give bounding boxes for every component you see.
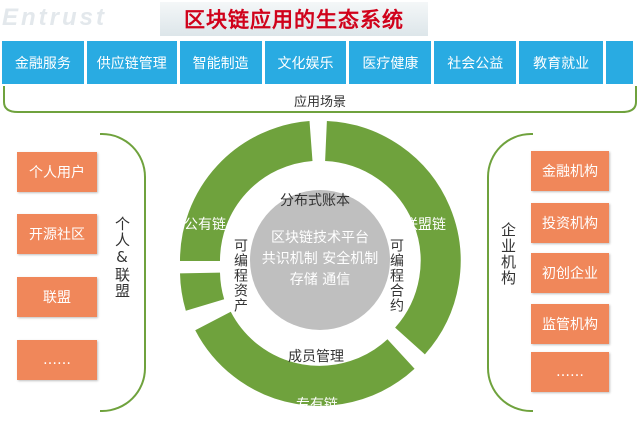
- core-text: 区块链技术平台 共识机制 安全机制 存储 通信: [250, 228, 390, 291]
- category-healthcare[interactable]: 医疗健康: [349, 41, 432, 84]
- label-distributed-ledger: 分布式账本: [280, 193, 350, 209]
- category-smart-manufacturing[interactable]: 智能制造: [179, 41, 262, 84]
- left-item-individual-user[interactable]: 个人用户: [17, 152, 97, 192]
- left-item-open-source-community[interactable]: 开源社区: [17, 214, 97, 254]
- right-item-more[interactable]: ……: [531, 352, 609, 392]
- ring-segment-public: [179, 121, 314, 262]
- ring-segment-left-lower: [180, 271, 225, 311]
- left-item-more[interactable]: ……: [17, 340, 97, 380]
- ring-segment-private: [195, 311, 415, 406]
- label-programmable-assets: 可编程资产: [232, 238, 248, 313]
- right-item-startup[interactable]: 初创企业: [531, 253, 609, 293]
- core-line-mechanisms: 共识机制 安全机制: [261, 251, 379, 267]
- category-public-welfare[interactable]: 社会公益: [434, 41, 517, 84]
- right-item-financial-institution[interactable]: 金融机构: [531, 151, 609, 191]
- scene-label: 应用场景: [293, 95, 346, 110]
- label-member-management: 成员管理: [288, 349, 344, 365]
- core-platform-circle: [250, 190, 390, 330]
- ring-label-private: 专有链: [296, 397, 338, 413]
- core-line-storage-comm: 存储 通信: [289, 272, 351, 288]
- right-group-label: 企业机构: [499, 222, 517, 286]
- left-group-label: 个人&联盟: [113, 216, 131, 299]
- ring-segment-consortium: [324, 121, 461, 355]
- right-item-regulator[interactable]: 监管机构: [531, 304, 609, 344]
- left-item-alliance[interactable]: 联盟: [17, 277, 97, 317]
- watermark-logo: Entrust: [2, 4, 107, 31]
- scene-brace: [3, 86, 637, 113]
- ring-label-public: 公有链: [184, 217, 226, 233]
- page-title: 区块链应用的生态系统: [160, 2, 428, 36]
- category-bar: 金融服务 供应链管理 智能制造 文化娱乐 医疗健康 社会公益 教育就业: [2, 41, 633, 84]
- category-finance[interactable]: 金融服务: [2, 41, 84, 84]
- category-overflow: [606, 41, 633, 84]
- ring-label-consortium: 联盟链: [404, 217, 446, 233]
- core-line-platform: 区块链技术平台: [271, 230, 369, 246]
- category-culture-entertainment[interactable]: 文化娱乐: [264, 41, 347, 84]
- label-programmable-contracts: 可编程合约: [388, 238, 404, 313]
- right-item-investment-institution[interactable]: 投资机构: [531, 203, 609, 243]
- category-supply-chain[interactable]: 供应链管理: [86, 41, 177, 84]
- category-education-employment[interactable]: 教育就业: [519, 41, 604, 84]
